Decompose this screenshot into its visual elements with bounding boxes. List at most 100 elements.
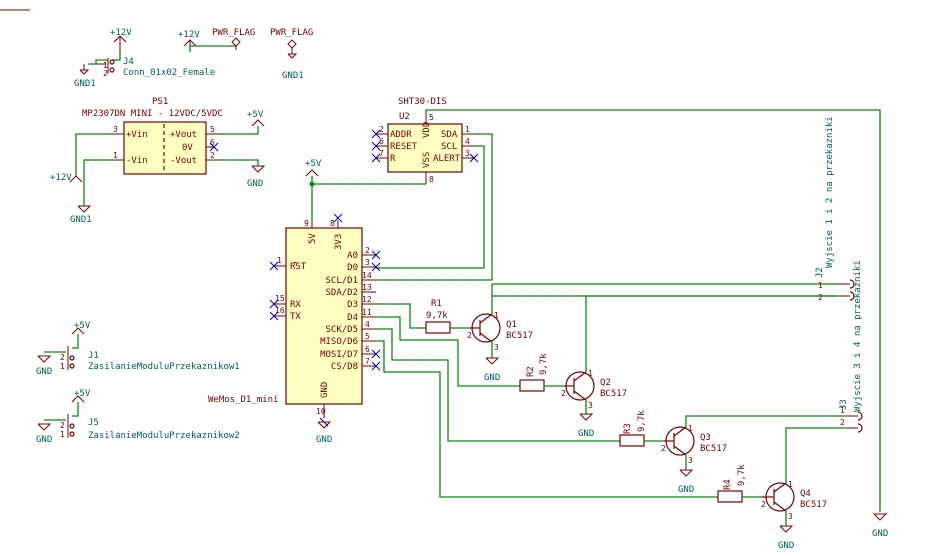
svg-text:2: 2	[840, 418, 845, 427]
svg-text:15: 15	[275, 294, 285, 303]
svg-text:BC517: BC517	[800, 500, 827, 510]
svg-text:3: 3	[113, 125, 118, 134]
power-symbol-5v-j5: +5V	[71, 389, 91, 403]
svg-text:1: 1	[113, 151, 118, 160]
pwr-flag-2: PWR_FLAG GND1	[270, 28, 313, 81]
svg-text:GND: GND	[778, 541, 794, 551]
svg-text:9,7k: 9,7k	[737, 464, 747, 486]
resistor-r1[interactable]: R1 9,7k	[425, 299, 470, 334]
svg-text:TX: TX	[290, 312, 301, 322]
gnd-symbol-j5: GND	[36, 423, 52, 445]
transistor-q3[interactable]: 2 1 3 Q3 BC517	[661, 424, 727, 465]
resistor-r3[interactable]: R3 9,7k	[619, 410, 664, 447]
module-ps1[interactable]: PS1 MP2307DN MINI - 12VDC/5VDC 3 1 +Vin …	[82, 97, 223, 175]
connector-j1[interactable]: 2 1 J1 ZasilanieModuluPrzekaznikow1	[44, 334, 240, 372]
sensor-u2[interactable]: SHT30-DIS U2 5 VDD 8 VSS 2 6 7 ADDR RESE…	[371, 97, 479, 184]
svg-text:3: 3	[588, 401, 593, 410]
transistor-q4[interactable]: 2 1 3 Q4 BC517	[761, 480, 827, 521]
svg-text:3: 3	[688, 456, 693, 465]
svg-text:9,7k: 9,7k	[426, 311, 448, 321]
svg-text:D3: D3	[347, 300, 358, 310]
svg-text:Q3: Q3	[700, 433, 711, 443]
svg-text:U2: U2	[399, 112, 410, 122]
pwr-flag-1: PWR_FLAG	[212, 28, 255, 50]
transistor-q2[interactable]: 2 1 3 Q2 BC517	[561, 369, 627, 410]
svg-text:5: 5	[429, 113, 434, 122]
svg-text:5: 5	[210, 125, 215, 134]
svg-text:R3: R3	[623, 423, 633, 434]
wemos-d1-mini[interactable]: WeMos_D1_mini 9 8 5V 3V3 1 15 16 RST RX …	[208, 213, 381, 418]
svg-text:GND: GND	[247, 179, 263, 189]
svg-text:4: 4	[365, 320, 370, 329]
transistor-q1[interactable]: 2 1 3 Q1 BC517	[467, 311, 533, 352]
svg-text:1: 1	[60, 430, 65, 439]
gnd-symbol-q3: GND	[678, 469, 694, 495]
gnd-symbol-j1: GND	[36, 355, 52, 377]
svg-text:BC517: BC517	[506, 331, 533, 341]
svg-text:2: 2	[661, 444, 666, 453]
svg-text:8: 8	[429, 175, 434, 184]
svg-text:+12V: +12V	[110, 28, 132, 38]
svg-text:1: 1	[788, 480, 793, 489]
svg-text:BC517: BC517	[600, 389, 627, 399]
svg-text:3: 3	[465, 149, 470, 158]
no-connect-u2	[371, 129, 479, 163]
svg-text:R1: R1	[431, 299, 442, 309]
svg-text:ZasilanieModuluPrzekaznikow2: ZasilanieModuluPrzekaznikow2	[88, 431, 240, 441]
svg-text:2: 2	[379, 125, 384, 134]
svg-text:BC517: BC517	[700, 444, 727, 454]
connector-j3[interactable]: 1 2 J3 Wyjscie 3 i 4 na przekazniki	[839, 260, 863, 433]
gnd-symbol-right: GND	[872, 513, 888, 539]
svg-text:9,7k: 9,7k	[539, 353, 549, 375]
resistor-r2[interactable]: R2 9,7k	[519, 353, 564, 392]
svg-text:RESET: RESET	[390, 142, 418, 152]
no-connect-3v3	[333, 213, 343, 223]
connector-j4[interactable]: 1 2 J4 Conn_01x02_Female	[88, 52, 215, 78]
svg-text:GND: GND	[36, 435, 52, 445]
svg-text:SCL: SCL	[441, 142, 457, 152]
resistor-r4[interactable]: R4 9,7k	[717, 464, 762, 503]
svg-text:16: 16	[275, 306, 285, 315]
svg-text:SDA/D2: SDA/D2	[325, 288, 358, 298]
svg-text:1: 1	[277, 256, 282, 265]
svg-text:+5V: +5V	[305, 159, 322, 169]
no-connect-ps1-0v	[209, 142, 219, 152]
svg-text:Q1: Q1	[506, 320, 517, 330]
svg-text:SCK/D5: SCK/D5	[325, 325, 358, 335]
svg-text:R4: R4	[723, 479, 733, 490]
svg-text:1: 1	[818, 281, 823, 290]
power-symbol-12v-flag: +12V	[178, 30, 236, 52]
svg-text:ADDR: ADDR	[390, 130, 412, 140]
svg-text:GND1: GND1	[74, 79, 96, 89]
gnd-symbol-q2: GND	[578, 413, 594, 439]
svg-text:1: 1	[103, 61, 108, 70]
svg-text:Q2: Q2	[600, 378, 611, 388]
svg-text:12: 12	[362, 295, 372, 304]
svg-text:+Vout: +Vout	[170, 130, 197, 140]
svg-text:7: 7	[379, 149, 384, 158]
svg-text:GND: GND	[484, 373, 500, 383]
svg-text:2: 2	[761, 500, 766, 509]
svg-text:MOSI/D7: MOSI/D7	[320, 350, 358, 360]
svg-text:D0: D0	[347, 263, 358, 273]
power-symbol-5v-wemos: +5V	[305, 159, 322, 177]
svg-text:7: 7	[365, 357, 370, 366]
svg-text:+12V: +12V	[178, 30, 200, 40]
svg-text:1: 1	[840, 406, 845, 415]
svg-text:GND: GND	[578, 429, 594, 439]
svg-text:5V: 5V	[308, 233, 318, 244]
svg-text:GND: GND	[678, 485, 694, 495]
connector-j2[interactable]: 1 2 J2 Wyjscie 1 i 2 na przekazniki	[815, 116, 855, 302]
svg-text:9,7k: 9,7k	[637, 410, 647, 432]
svg-text:3: 3	[788, 512, 793, 521]
svg-text:MP2307DN MINI - 12VDC/5VDC: MP2307DN MINI - 12VDC/5VDC	[82, 109, 223, 119]
connector-j5[interactable]: 2 1 J5 ZasilanieModuluPrzekaznikow2	[44, 402, 240, 441]
svg-text:GND1: GND1	[282, 71, 304, 81]
gnd-symbol-ps1: GND	[247, 165, 266, 189]
svg-text:6: 6	[210, 138, 215, 147]
svg-text:GND: GND	[320, 382, 330, 398]
svg-text:8: 8	[330, 219, 335, 228]
svg-text:GND1: GND1	[70, 215, 92, 225]
svg-text:3: 3	[494, 343, 499, 352]
